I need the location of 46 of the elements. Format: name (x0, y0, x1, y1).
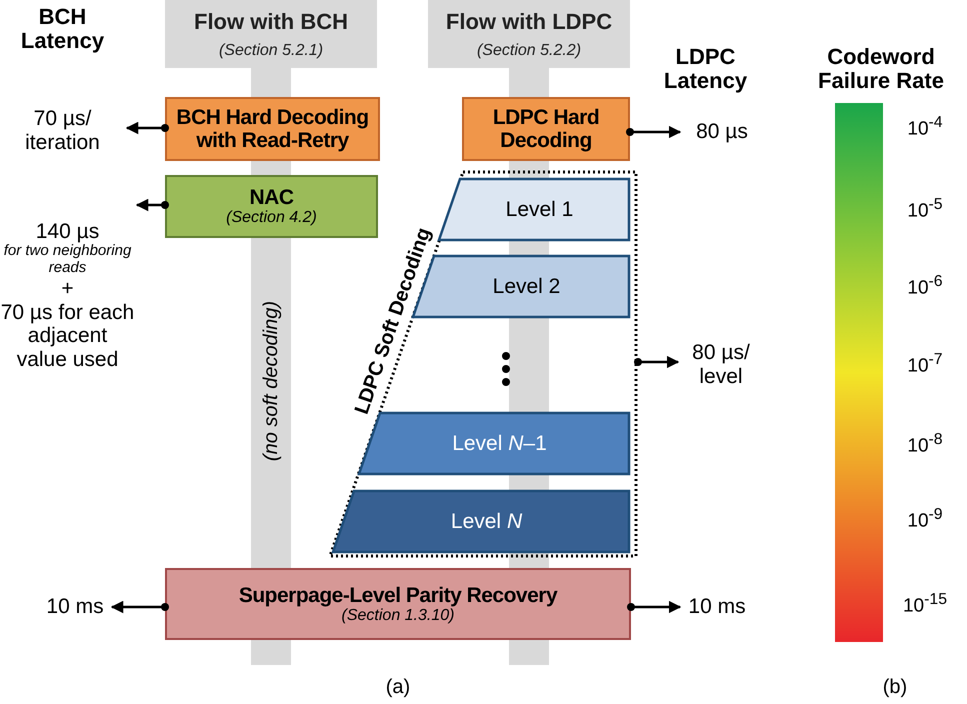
tick-label: 10$^{-9}$ (906, 506, 944, 532)
latency-text: 80 µs/ level (691, 341, 751, 389)
panel-label: (b) (882, 676, 908, 698)
process-box (165, 175, 378, 238)
latency-text: 80 µs (695, 120, 749, 144)
box-title: BCH Hard Decoding with Read-Retry (175, 106, 370, 152)
level-label: Level 2 (492, 274, 562, 298)
arrow (634, 356, 680, 368)
box-title: LDPC Hard Decoding (492, 106, 600, 152)
level-label: Level N–1 (451, 432, 548, 455)
box-title: NAC (248, 186, 294, 210)
arrow (626, 126, 682, 138)
level-label: Level N (450, 510, 524, 533)
latency-text: 140 µs (34, 220, 100, 244)
column-heading: Flow with LDPC (444, 10, 614, 34)
column-heading: LDPC Latency (662, 45, 748, 94)
tick-label: 10$^{-8}$ (906, 431, 944, 458)
arrow (110, 600, 169, 614)
process-box (165, 97, 380, 161)
section-reference: (Section 1.3.10) (340, 606, 456, 624)
section-reference: (Section 4.2) (225, 209, 318, 227)
column-heading: BCH Latency (20, 5, 106, 54)
rotated-note: (no soft decoding) (260, 300, 282, 464)
latency-text: 70 µs for each adjacent value used (0, 300, 135, 372)
panel-label: (a) (384, 676, 412, 698)
latency-text: 10 ms (687, 595, 747, 619)
section-reference: (Section 5.2.1) (218, 42, 324, 60)
tick-label: 10$^{-6}$ (906, 273, 944, 300)
process-box (462, 97, 630, 161)
arrow (627, 600, 682, 614)
box-title: Superpage-Level Parity Recovery (238, 584, 558, 607)
latency-text: for two neighboring reads (2, 243, 132, 278)
tick-label: 10$^{-5}$ (906, 196, 944, 222)
colorbar-title: Codeword Failure Rate (817, 45, 945, 94)
latency-text: 70 µs/ iteration (24, 107, 101, 155)
arrow (136, 198, 169, 212)
tick-label: 10$^{-15}$ (902, 591, 948, 618)
process-box (165, 568, 631, 640)
tick-label: 10$^{-4}$ (906, 114, 944, 140)
level-label: Level 1 (504, 198, 574, 221)
arrow (126, 122, 169, 134)
section-reference: (Section 5.2.2) (476, 42, 582, 60)
latency-text: + (60, 277, 75, 301)
column-heading: Flow with BCH (193, 10, 349, 34)
tick-label: 10$^{-7}$ (906, 351, 944, 378)
latency-text: 10 ms (45, 595, 105, 619)
